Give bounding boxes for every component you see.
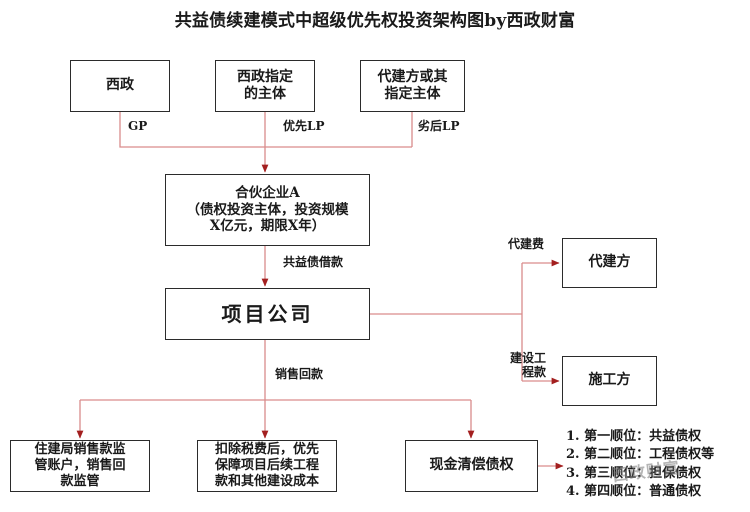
edge-label-agency-fee: 代建费	[508, 237, 545, 251]
node-cash-repayment[interactable]: 现金清偿债权	[405, 440, 538, 492]
node-xizheng[interactable]: 西政	[70, 60, 170, 112]
edge-label-public-benefit-loan: 共益债借款	[283, 255, 344, 269]
node-project-company[interactable]: 项目公司	[165, 288, 370, 340]
page-title: 共益债续建模式中超级优先权投资架构图by西政财富	[174, 11, 576, 31]
edge-label-gp: GP	[128, 119, 148, 133]
priority-item: 4. 第四顺位：普通债权	[566, 484, 702, 500]
node-contractor[interactable]: 施工方	[562, 356, 657, 406]
edge-label-subordinate-lp: 劣后LP	[418, 119, 460, 133]
node-xizheng-designated[interactable]: 西政指定 的主体	[215, 60, 315, 112]
priority-ranking-list: 1. 第一顺位：共益债权 2. 第二顺位：工程债权等 3. 第三顺位：担保债权 …	[566, 428, 750, 502]
node-after-tax-allocation[interactable]: 扣除税费后，优先 保障项目后续工程 款和其他建设成本	[197, 440, 337, 492]
node-housing-bureau-account[interactable]: 住建局销售款监 管账户，销售回 款监管	[10, 440, 150, 492]
node-agent-builder[interactable]: 代建方或其 指定主体	[360, 60, 465, 112]
priority-item: 1. 第一顺位：共益债权	[566, 429, 702, 444]
priority-item: 2. 第二顺位：工程债权等	[566, 447, 715, 463]
edge-label-sales-proceeds: 销售回款	[275, 367, 324, 381]
priority-item: 3. 第三顺位：担保债权	[566, 465, 702, 481]
edge-label-priority-lp: 优先LP	[283, 119, 325, 133]
node-agent-party[interactable]: 代建方	[562, 238, 657, 288]
edge-xizheng-to-partnership	[119, 112, 412, 148]
edge-label-construction-fee: 建设工 程款	[510, 351, 547, 379]
node-partnership-a[interactable]: 合伙企业A （债权投资主体，投资规模 X亿元，期限X年）	[165, 174, 370, 246]
